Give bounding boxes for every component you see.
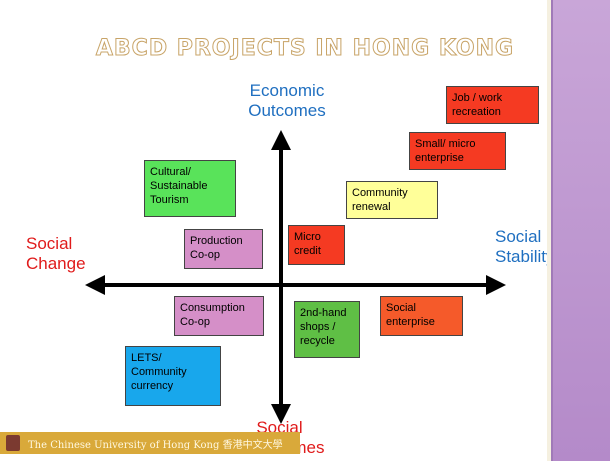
box-social-enterprise: Social enterprise — [380, 296, 463, 336]
box-micro-credit: Micro credit — [288, 225, 345, 265]
box-community-renewal: Community renewal — [346, 181, 438, 219]
slide-title: ABCD PROJECTS IN HONG KONG — [95, 36, 515, 62]
quadrant-axes — [85, 130, 506, 424]
box-production-coop: Production Co-op — [184, 229, 263, 269]
axis-label-economic-outcomes: Economic Outcomes — [248, 81, 326, 120]
box-consumption-coop: Consumption Co-op — [174, 296, 264, 336]
cuhk-crest-icon — [6, 435, 20, 451]
box-cultural-sustainable-tourism: Cultural/ Sustainable Tourism — [144, 160, 236, 217]
box-lets-community-currency: LETS/ Community currency — [125, 346, 221, 406]
decorative-border — [547, 0, 610, 461]
slide: ABCD PROJECTS IN HONG KONG Economic Outc… — [0, 35, 555, 457]
footer-text: The Chinese University of Hong Kong 香港中文… — [28, 440, 283, 451]
box-second-hand-shops: 2nd-hand shops / recycle — [294, 301, 360, 358]
box-job-work-recreation: Job / work recreation — [446, 86, 539, 124]
box-small-micro-enterprise: Small/ micro enterprise — [409, 132, 506, 170]
axis-label-social-change: Social Change — [26, 234, 86, 273]
university-footer-banner: The Chinese University of Hong Kong 香港中文… — [0, 432, 300, 454]
axis-label-social-stability: Social Stability — [495, 227, 555, 266]
